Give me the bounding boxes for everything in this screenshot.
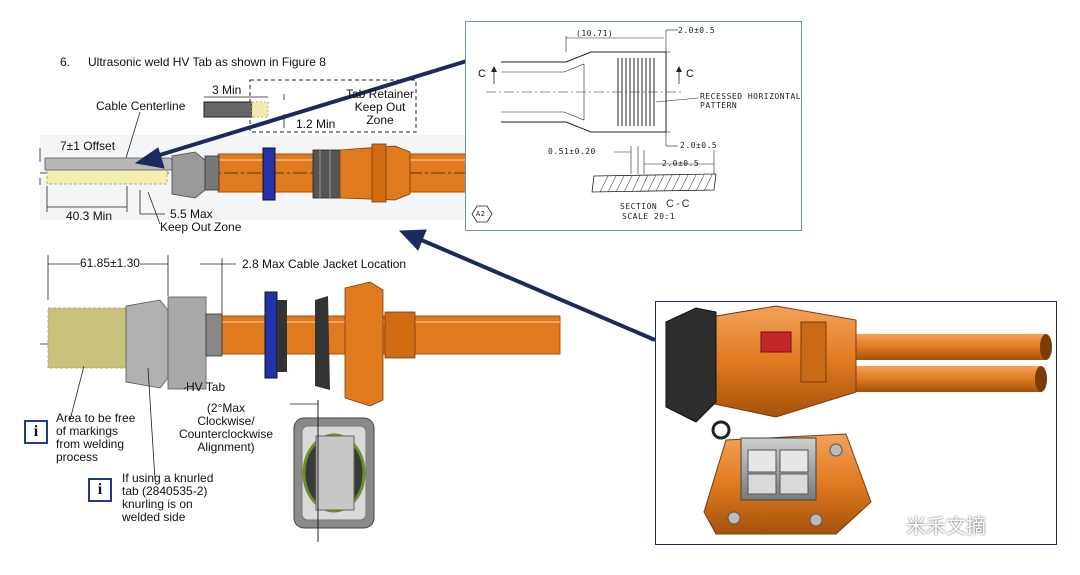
scale-label: SCALE 20:1: [622, 212, 676, 221]
section-id: C-C: [666, 198, 692, 210]
arrow-to-top-view: [134, 58, 471, 169]
bottom-weld-area: [47, 307, 129, 369]
connector-3d-render: [665, 305, 1052, 535]
top-blue-seal: [262, 147, 276, 201]
min3-label: 3 Min: [212, 83, 242, 97]
section-word: SECTION: [620, 202, 658, 211]
keep-out-zone-label: Keep Out Zone: [160, 220, 242, 234]
dim-2a: 2.0±0.5: [678, 26, 716, 35]
dim-6185-label: 61.85±1.30: [80, 256, 140, 270]
section-c-left: C: [478, 68, 486, 80]
connector-3d-panel: 米禾文摘: [655, 301, 1057, 545]
note-markings: Area to be free of markings from welding…: [56, 411, 136, 464]
alignment-label: (2°Max Clockwise/ Counterclockwise Align…: [178, 401, 274, 454]
dim-2b: 2.0±0.5: [680, 141, 718, 150]
hv-tab-label: HV Tab: [186, 380, 226, 394]
info-icon: i: [24, 420, 48, 444]
section-cc-drawing: [471, 29, 717, 223]
watermark: 米禾文摘: [906, 516, 986, 538]
arrow-to-bottom-view: [398, 229, 656, 342]
tab-retainer-label: Tab Retainer Keep Out Zone: [345, 87, 415, 127]
cable-jacket-label: 2.8 Max Cable Jacket Location: [242, 257, 407, 271]
section-cc-panel: (10.71) 2.0±0.5 2.0±0.5 2.0±0.5 0.51±0.2…: [465, 21, 802, 231]
dim-051: 0.51±0.20: [548, 147, 596, 156]
cable-centerline-label: Cable Centerline: [96, 99, 186, 113]
section-c-right: C: [686, 68, 694, 80]
min12-label: 1.2 Min: [296, 117, 336, 131]
bottom-blue-seal: [264, 291, 278, 379]
sheet-ref: A2: [476, 210, 486, 218]
step-number: 6.: [60, 55, 71, 69]
dim-1071: (10.71): [576, 29, 614, 38]
note-knurled: If using a knurled tab (2840535-2) knurl…: [122, 471, 214, 524]
step-text: Ultrasonic weld HV Tab as shown in Figur…: [88, 55, 326, 69]
info-icon: i: [88, 478, 112, 502]
offset-label: 7±1 Offset: [60, 139, 116, 153]
pattern-note: RECESSED HORIZONTAL PATTERN: [700, 92, 802, 110]
dim-40-label: 40.3 Min: [66, 209, 113, 223]
max-55-label: 5.5 Max: [170, 207, 213, 221]
dim-2c: 2.0±0.5: [662, 159, 700, 168]
